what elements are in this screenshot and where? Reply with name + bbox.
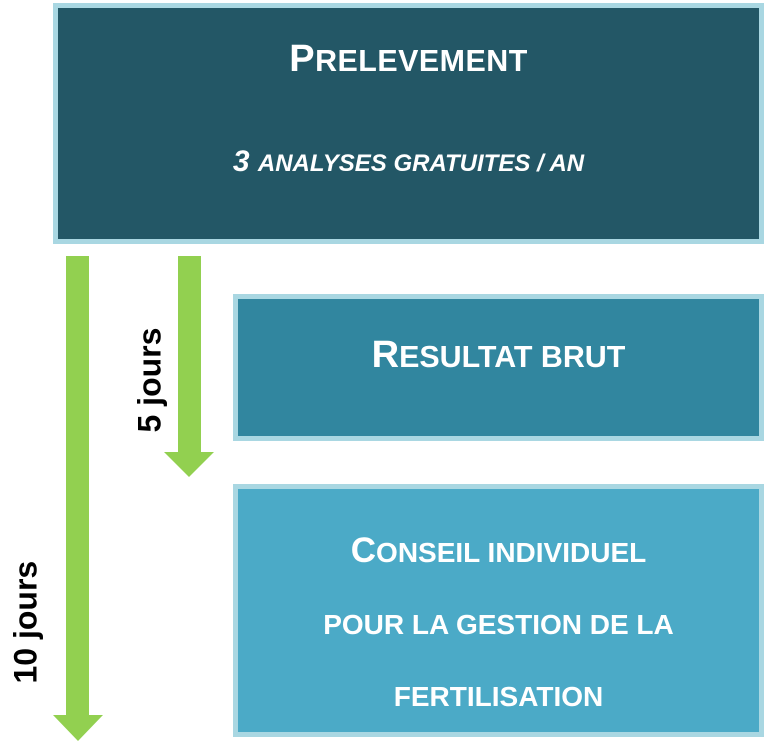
conseil-line-1: CONSEIL INDIVIDUEL — [350, 531, 647, 570]
conseil-individuel-text: CONSEIL INDIVIDUEL POUR LA GESTION DE LA… — [248, 515, 749, 733]
prelevement-box: PRELEVEMENT 3 ANALYSES GRATUITES / AN — [53, 3, 764, 244]
prelevement-title: PRELEVEMENT — [289, 38, 528, 80]
conseil-individuel-box: CONSEIL INDIVIDUEL POUR LA GESTION DE LA… — [233, 484, 764, 737]
conseil-line-3: FERTILISATION — [393, 681, 604, 712]
conseil-line-2: POUR LA GESTION DE LA — [323, 609, 674, 640]
label-10-jours: 10 jours — [7, 560, 44, 684]
arrow-5-jours — [164, 256, 214, 477]
arrow-10-jours — [53, 256, 103, 741]
analyses-subtitle: 3 ANALYSES GRATUITES / AN — [232, 145, 585, 178]
resultat-brut-title: RESULTAT BRUT — [371, 334, 626, 376]
resultat-brut-box: RESULTAT BRUT — [233, 294, 764, 441]
label-5-jours: 5 jours — [131, 327, 168, 433]
